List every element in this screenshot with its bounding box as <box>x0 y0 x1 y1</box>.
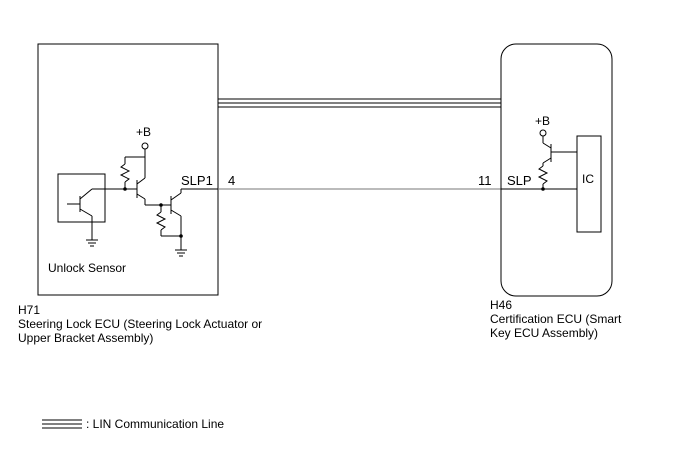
legend: : LIN Communication Line <box>42 417 224 431</box>
lin-communication-line <box>218 98 501 108</box>
unlock-sensor-label: Unlock Sensor <box>48 261 126 275</box>
lin-line-legend-symbol <box>42 419 82 429</box>
left-terminal-pin: 4 <box>228 173 235 188</box>
unlock-sensor: Unlock Sensor <box>48 173 126 275</box>
certification-ecu: 11 SLP +B IC <box>478 43 613 297</box>
right-ecu-name-line1: Certification ECU (Smart <box>490 312 622 326</box>
right-power-label: +B <box>535 114 550 128</box>
ic-block <box>576 135 602 233</box>
right-connector-code: H46 <box>490 298 512 312</box>
left-power-label: +B <box>136 125 151 139</box>
certification-ecu-box <box>500 43 613 297</box>
left-ecu-name-line1: Steering Lock ECU (Steering Lock Actuato… <box>18 317 262 331</box>
steering-lock-ecu: Unlock Sensor +B <box>37 43 235 296</box>
unlock-sensor-box <box>57 173 106 223</box>
ic-label: IC <box>582 172 594 186</box>
left-power-supply: +B <box>105 125 218 257</box>
steering-lock-ecu-box <box>37 43 219 296</box>
legend-text: : LIN Communication Line <box>86 417 224 431</box>
right-terminal-pin: 11 <box>478 173 492 188</box>
left-terminal-name: SLP1 <box>181 173 213 188</box>
left-ecu-name-line2: Upper Bracket Assembly) <box>18 331 153 345</box>
left-connector-code: H71 <box>18 303 40 317</box>
right-ecu-name-line2: Key ECU Assembly) <box>490 326 598 340</box>
right-terminal-name: SLP <box>507 173 532 188</box>
